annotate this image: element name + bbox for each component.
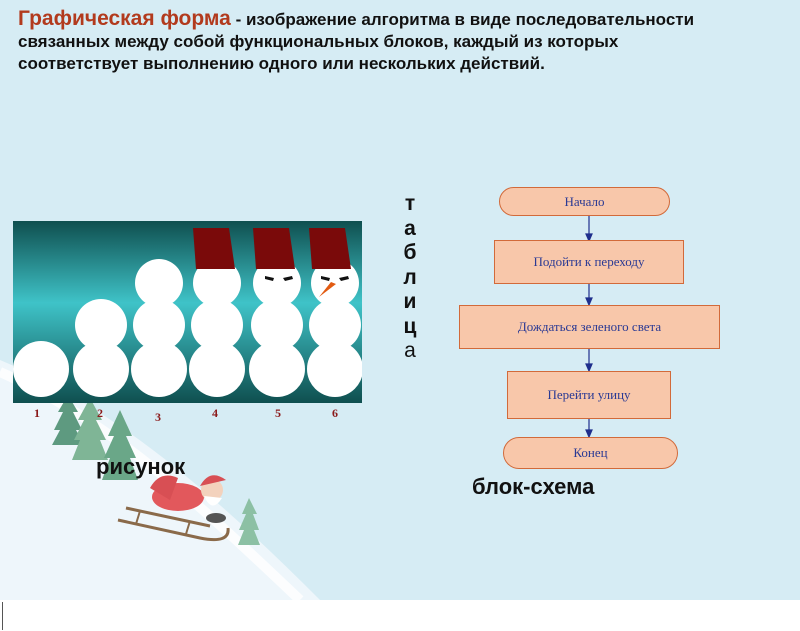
flowchart-arrows (585, 216, 593, 439)
snowball (249, 341, 305, 397)
flow-step-block: Перейти улицу (507, 371, 671, 419)
table-letter: а (404, 339, 416, 362)
eye (265, 276, 274, 281)
snowball (133, 299, 185, 351)
table-letter: и (403, 290, 417, 313)
snowball (193, 259, 241, 307)
flow-step-block: Подойти к переходу (494, 240, 684, 284)
table-letter: б (403, 241, 417, 264)
flow-start-block: Начало (499, 187, 670, 216)
slide: Графическая форма - изображение алгоритм… (0, 0, 800, 600)
snowball (253, 259, 301, 307)
table-letter: л (403, 265, 417, 289)
snowman-number: 4 (212, 406, 218, 420)
flowchart-label: блок-схема (472, 474, 595, 499)
snowy-slope-illustration (0, 360, 320, 600)
definition-heading: Графическая форма - изображение алгоритм… (18, 8, 718, 75)
santa-sled-icon (117, 475, 230, 542)
flow-end-block: Конец (503, 437, 678, 469)
snowball (13, 341, 69, 397)
carrot-nose (319, 282, 336, 297)
snowman-number: 6 (332, 406, 338, 420)
snowman-number: 3 (155, 410, 161, 424)
tree-icon (102, 410, 138, 480)
snowman-number: 2 (97, 406, 103, 420)
snowball (311, 259, 359, 307)
snowman-number: 1 (34, 406, 40, 420)
snowman-number: 5 (275, 406, 281, 420)
tree-icon (238, 498, 260, 545)
snowmen-picture (13, 221, 362, 403)
snowball (307, 341, 362, 397)
eye (283, 276, 293, 281)
snowball (191, 299, 243, 351)
snowball (189, 341, 245, 397)
snowball (251, 299, 303, 351)
snowball (75, 299, 127, 351)
arrow-head (585, 233, 593, 243)
table-letter: а (404, 216, 416, 240)
arrow-head (585, 297, 593, 307)
eye (339, 276, 349, 281)
table-letter: т (404, 192, 416, 215)
snowball (131, 341, 187, 397)
heading-term: Графическая форма (18, 7, 231, 30)
picture-label: рисунок (96, 454, 186, 479)
hat-icon (193, 228, 351, 269)
snowball (135, 259, 183, 307)
heading-definition: - изображение алгоритма в виде последова… (18, 10, 695, 73)
eye (321, 276, 330, 281)
snowball (309, 299, 361, 351)
table-word-vertical: т а б л и ц а (397, 192, 423, 364)
arrow-head (585, 429, 593, 439)
snowball (73, 341, 129, 397)
tree-icon (72, 398, 108, 460)
table-letter: ц (403, 314, 417, 338)
arrow-head (585, 363, 593, 373)
divider (2, 602, 3, 630)
flow-step-block: Дождаться зеленого света (459, 305, 720, 349)
tree-icon (52, 395, 84, 445)
